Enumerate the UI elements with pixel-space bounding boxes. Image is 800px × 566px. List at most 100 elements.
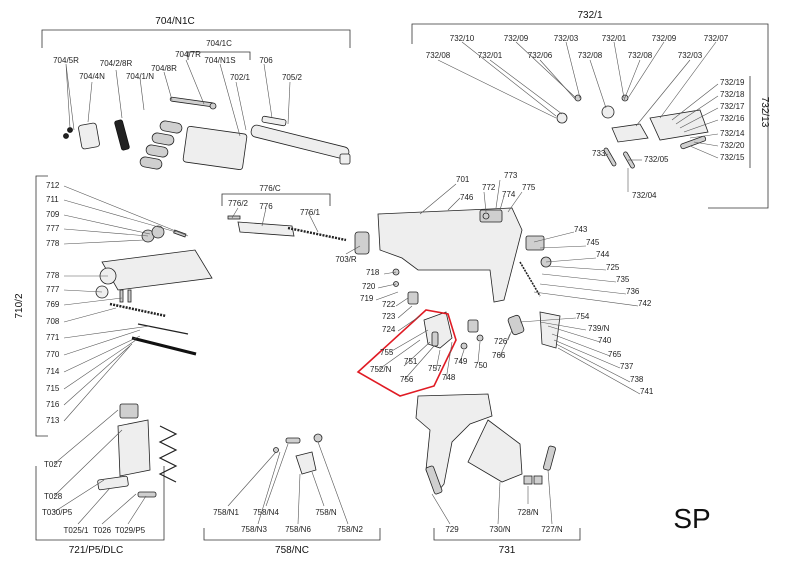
part-label: 758/N [315, 508, 337, 517]
part-label: 732/09 [504, 34, 529, 43]
highlight-outline [356, 309, 457, 397]
part-label: 746 [460, 193, 474, 202]
part-label: 738 [630, 375, 644, 384]
part-label: 720 [362, 282, 376, 291]
part-label: 758/N1 [213, 508, 239, 517]
part-label: 777 [46, 224, 60, 233]
part-label: 758/N2 [337, 525, 363, 534]
part-label: 769 [46, 300, 60, 309]
part-label: 732/14 [720, 129, 745, 138]
part-label: 732/17 [720, 102, 745, 111]
part-label: 757 [428, 364, 442, 373]
part-label: 704/8R [151, 64, 177, 73]
part-label: 701 [456, 175, 470, 184]
group-label-732-13: 732/13 [759, 97, 770, 128]
part-label: 732/07 [704, 34, 729, 43]
part-drawings [63, 94, 709, 498]
bracket-731 [433, 528, 581, 541]
trigger-parts [392, 268, 484, 350]
part-label: T025/1 [64, 526, 89, 535]
grip-part [415, 393, 556, 495]
part-label: 703/R [335, 255, 357, 264]
part-label: 726 [494, 337, 508, 346]
part-label: 758/N4 [253, 508, 279, 517]
part-label: 736 [626, 287, 640, 296]
part-label: 732/08 [628, 51, 653, 60]
group-label-704-N1C: 704/N1C [155, 16, 194, 27]
part-label: 742 [638, 299, 652, 308]
part-label: 735 [616, 275, 630, 284]
part-label: 725 [606, 263, 620, 272]
part-label: T026 [93, 526, 112, 535]
part-label: 755 [380, 348, 394, 357]
part-label: 758/N6 [285, 525, 311, 534]
part-label: 719 [360, 294, 374, 303]
part-label: 771 [46, 333, 60, 342]
part-label: 737 [620, 362, 634, 371]
part-label: 704/7R [175, 50, 201, 59]
bracket-704-N1C [41, 29, 351, 48]
part-label: 706 [259, 56, 273, 65]
part-label: 754 [576, 312, 590, 321]
safety-parts [273, 433, 323, 475]
part-label: 704/1/N [126, 72, 154, 81]
part-label: T028 [44, 492, 63, 501]
slide-parts [95, 225, 213, 356]
frame-part [377, 207, 561, 349]
part-label: 732/15 [720, 153, 745, 162]
part-label: 732/05 [644, 155, 669, 164]
part-label: 744 [596, 250, 610, 259]
part-label: 732/18 [720, 90, 745, 99]
bracket-704-1C [187, 51, 251, 60]
part-label: 732/03 [554, 34, 579, 43]
part-label: 778 [46, 271, 60, 280]
part-label: 775 [522, 183, 536, 192]
part-label: 704/4N [79, 72, 105, 81]
group-label-721-P5-DLC: 721/P5/DLC [69, 545, 123, 556]
part-label: 750 [474, 361, 488, 370]
part-label: 732/09 [652, 34, 677, 43]
part-label: 749 [454, 357, 468, 366]
part-label: 732/03 [678, 51, 703, 60]
part-label: 776/1 [300, 208, 321, 217]
bracket-758-NC [203, 528, 381, 541]
part-label: 766 [492, 351, 506, 360]
part-label: 745 [586, 238, 600, 247]
part-label: 708 [46, 317, 60, 326]
group-label-704-1C: 704/1C [206, 39, 232, 48]
part-label: 723 [382, 312, 396, 321]
part-label: 765 [608, 350, 622, 359]
bracket-710-2 [35, 175, 48, 437]
part-label: 713 [46, 416, 60, 425]
sight-parts [556, 94, 709, 169]
leader-lines [53, 41, 719, 525]
part-label: 732/20 [720, 141, 745, 150]
part-label: 732/04 [632, 191, 657, 200]
part-label: 718 [366, 268, 380, 277]
part-label: 732/08 [426, 51, 451, 60]
part-label: 704/5R [53, 56, 79, 65]
part-label: 732/08 [578, 51, 603, 60]
bracket-776-C [221, 193, 331, 206]
part-label: 774 [502, 190, 516, 199]
part-label: 758/N3 [241, 525, 267, 534]
model-code: SP [673, 503, 710, 534]
barrel-part [63, 96, 351, 171]
part-label: 712 [46, 181, 60, 190]
guide-rod-parts [227, 215, 370, 255]
part-label: 728/N [517, 508, 539, 517]
part-label: 711 [46, 195, 59, 204]
part-label: 756 [400, 375, 414, 384]
part-label: 773 [504, 171, 518, 180]
part-label: 770 [46, 350, 60, 359]
part-label: 732/01 [602, 34, 627, 43]
part-label: 740 [598, 336, 612, 345]
group-label-758-NC: 758/NC [275, 545, 309, 556]
part-label: 743 [574, 225, 588, 234]
part-labels: 704/5R 704/4N 704/2/8R 704/1/N 704/8R 70… [42, 34, 745, 535]
part-label: 702/1 [230, 73, 251, 82]
part-label: 714 [46, 367, 60, 376]
bracket-721-P5-DLC [35, 466, 165, 541]
part-label: 709 [46, 210, 60, 219]
